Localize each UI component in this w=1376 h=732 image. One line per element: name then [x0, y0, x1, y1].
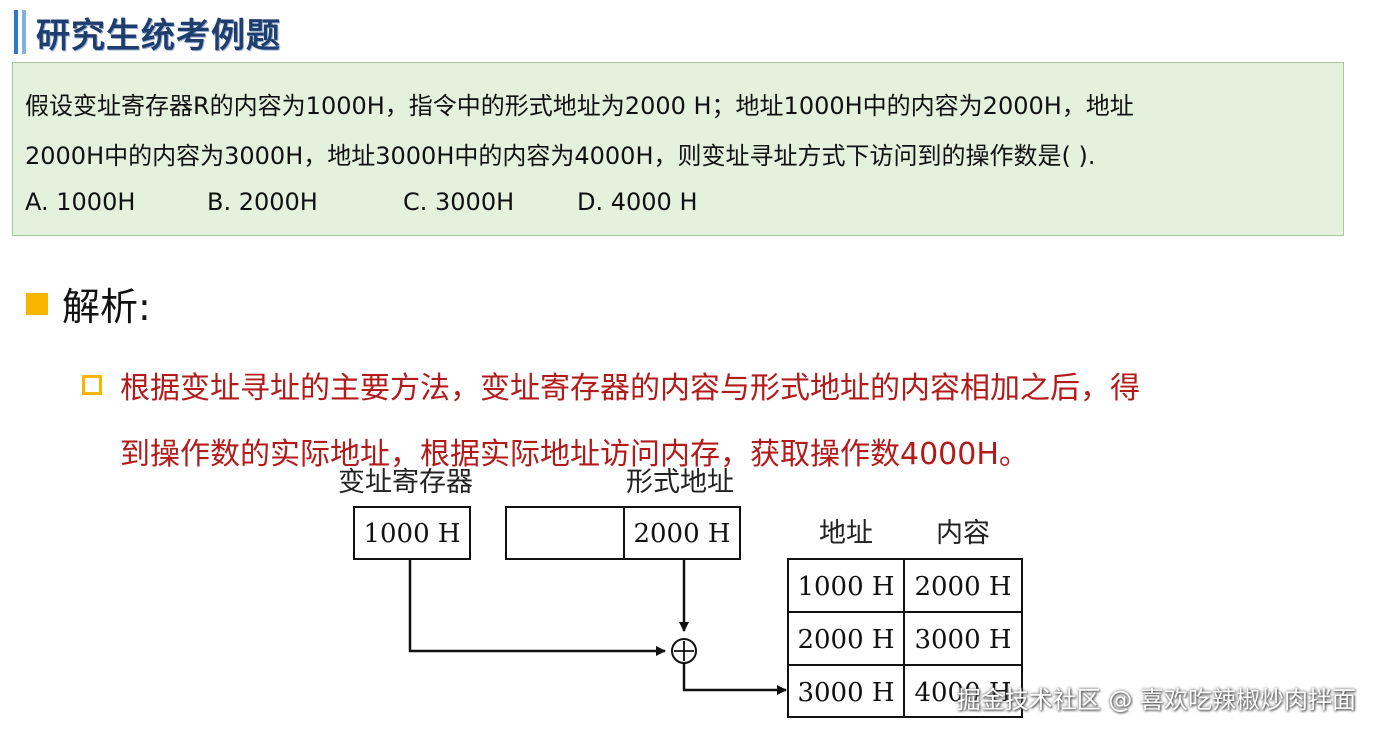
option-d: D. 4000 H	[577, 188, 698, 216]
option-c: C. 3000H	[403, 188, 515, 216]
table-cell-content: 3000 H	[914, 625, 1011, 655]
instruction-opcode-box	[505, 506, 625, 560]
slide-title: 研究生统考例题	[36, 15, 281, 56]
title-bars-icon	[14, 10, 26, 54]
adder-to-memory-arrow	[682, 663, 787, 695]
table-header-address: 地址	[819, 518, 873, 549]
adder-circle-icon	[671, 638, 697, 664]
analysis-line-1: 根据变址寻址的主要方法，变址寄存器的内容与形式地址的内容相加之后，得	[82, 352, 1282, 418]
watermark: 掘金技术社区 @ 喜欢吃辣椒炒肉拌面	[956, 686, 1356, 714]
analysis-heading: 解析:	[26, 276, 151, 331]
answer-options: A. 1000H B. 2000H C. 3000H D. 4000 H	[25, 181, 1331, 223]
option-a: A. 1000H	[25, 188, 136, 216]
formal-address-box	[623, 506, 741, 560]
table-cell-content: 2000 H	[914, 572, 1011, 602]
index-to-adder-arrow	[408, 559, 666, 656]
question-line-2: 2000H中的内容为3000H，地址3000H中的内容为4000H，则变址寻址方…	[25, 142, 1096, 170]
analysis-text-2: 到操作数的实际地址，根据实际地址访问内存，获取操作数4000H。	[120, 437, 1029, 472]
table-cell-address: 3000 H	[797, 678, 894, 708]
formal-address-value: 2000 H	[633, 519, 730, 549]
option-b: B. 2000H	[207, 188, 318, 216]
index-register-box	[353, 506, 471, 560]
analysis-title: 解析:	[62, 285, 151, 329]
question-line-1: 假设变址寄存器R的内容为1000H，指令中的形式地址为2000 H；地址1000…	[25, 92, 1134, 120]
bullet-hollow-square-icon	[82, 375, 102, 395]
table-header-content: 内容	[936, 518, 990, 549]
analysis-body: 根据变址寻址的主要方法，变址寄存器的内容与形式地址的内容相加之后，得 到操作数的…	[82, 352, 1282, 484]
index-register-value: 1000 H	[363, 519, 460, 549]
slide-title-bar: 研究生统考例题	[14, 8, 281, 56]
bullet-square-icon	[26, 292, 48, 315]
analysis-text-1: 根据变址寻址的主要方法，变址寄存器的内容与形式地址的内容相加之后，得	[120, 371, 1140, 406]
table-cell-address: 1000 H	[797, 572, 894, 602]
question-box: 假设变址寄存器R的内容为1000H，指令中的形式地址为2000 H；地址1000…	[12, 62, 1344, 236]
table-cell-address: 2000 H	[797, 625, 894, 655]
analysis-line-2: 到操作数的实际地址，根据实际地址访问内存，获取操作数4000H。	[82, 418, 1282, 484]
